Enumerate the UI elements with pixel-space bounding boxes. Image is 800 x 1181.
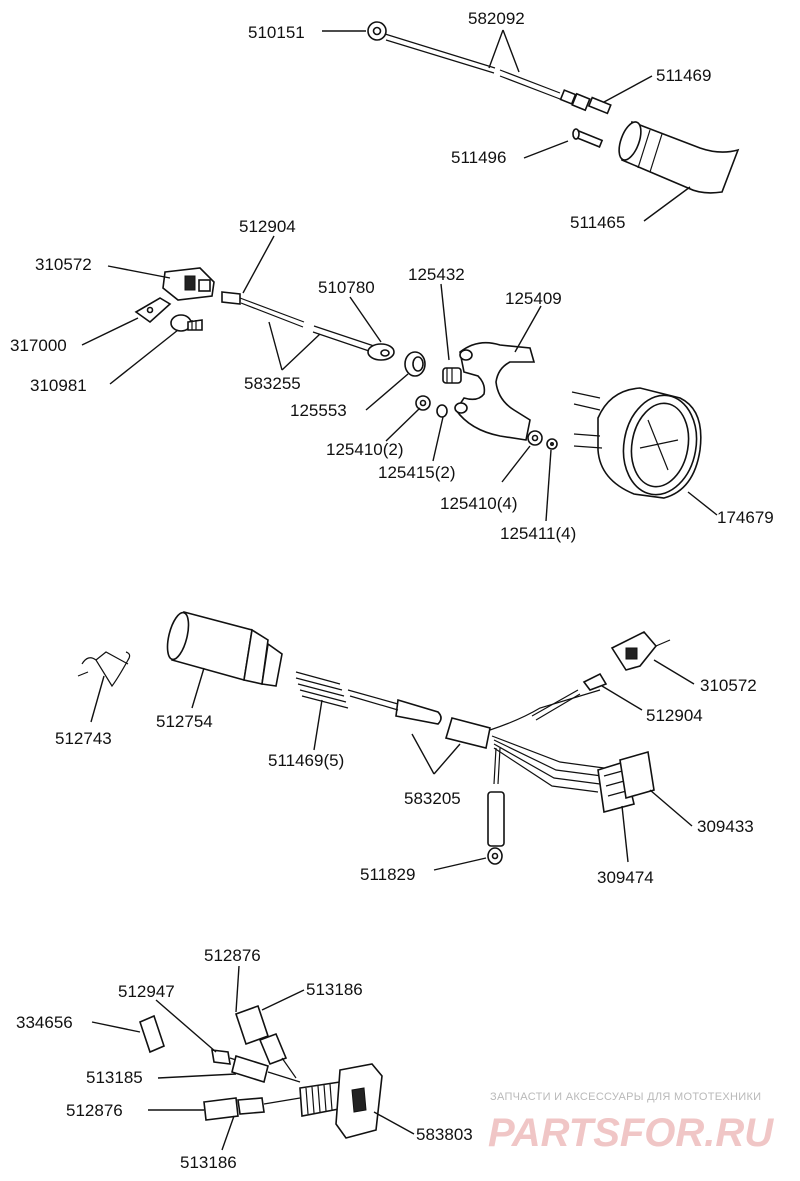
label-125415-2: 125415(2) <box>378 463 456 482</box>
label-512904-b: 512904 <box>646 706 703 725</box>
label-513185: 513185 <box>86 1068 143 1087</box>
part-510780-ring-terminal <box>367 343 395 361</box>
label-125553: 125553 <box>290 401 347 420</box>
part-511829-terminal <box>487 791 505 865</box>
label-512904-a: 512904 <box>239 217 296 236</box>
part-512754-connector-housing <box>166 611 283 687</box>
part-174679-gauge <box>571 387 702 499</box>
label-511829: 511829 <box>360 865 415 884</box>
label-511496: 511496 <box>451 148 506 167</box>
label-511469: 511469 <box>656 66 711 85</box>
part-511469-pins <box>295 671 349 709</box>
label-317000: 317000 <box>10 336 67 355</box>
watermark-brand: PARTSFOR.RU <box>488 1111 774 1155</box>
part-125553-lamp-socket <box>404 351 426 377</box>
part-512947-terminal <box>211 1049 237 1065</box>
part-583255-wire <box>312 325 375 353</box>
watermark-subtitle: ЗАПЧАСТИ И АКСЕССУАРЫ ДЛЯ МОТОТЕХНИКИ <box>490 1091 761 1103</box>
part-510151-ring-terminal <box>367 21 387 41</box>
label-174679: 174679 <box>717 508 774 527</box>
part-511465-connector-housing <box>618 120 740 194</box>
part-512876-terminal-b <box>203 1097 239 1121</box>
part-512904-terminal-b <box>531 672 608 721</box>
label-583205: 583205 <box>404 789 461 808</box>
part-513186-sleeve-b <box>237 1097 301 1115</box>
label-512754: 512754 <box>156 712 213 731</box>
label-125411-4: 125411(4) <box>500 524 576 543</box>
part-125410-nut-a <box>415 395 431 411</box>
part-310981-screw <box>170 314 203 332</box>
part-512904-terminal <box>221 291 305 328</box>
part-317000-clip <box>134 297 172 324</box>
label-125432: 125432 <box>408 265 465 284</box>
part-125411-lock-washer <box>546 438 558 450</box>
part-125415-washer <box>436 404 448 418</box>
label-310981: 310981 <box>30 376 87 395</box>
label-510151: 510151 <box>248 23 305 42</box>
part-310572-connector <box>162 267 215 301</box>
part-582092-wire <box>384 33 591 112</box>
label-583255: 583255 <box>244 374 301 393</box>
part-511496-pin <box>572 128 604 148</box>
part-583803-switch <box>299 1063 383 1139</box>
label-310572-a: 310572 <box>35 255 92 274</box>
part-512743-clip <box>77 651 131 688</box>
part-511469-pin <box>587 96 612 115</box>
part-310572-connector-b <box>610 631 671 671</box>
label-583803: 583803 <box>416 1125 473 1144</box>
part-125410-nut-b <box>527 430 543 446</box>
part-513186-sleeve-a <box>258 1032 297 1079</box>
label-309474: 309474 <box>597 868 654 887</box>
label-510780: 510780 <box>318 278 375 297</box>
part-309433-connector <box>619 750 655 800</box>
label-512947: 512947 <box>118 982 175 1001</box>
part-harness-wires <box>489 689 605 793</box>
label-512876-a: 512876 <box>204 946 261 965</box>
part-125409-bracket <box>454 341 536 441</box>
part-125432-bulb <box>442 367 462 384</box>
label-125410-4: 125410(4) <box>440 494 518 513</box>
part-583205-sleeves <box>347 689 491 749</box>
label-125409: 125409 <box>505 289 562 308</box>
part-512876-terminal-a <box>234 1004 270 1046</box>
part-513185-terminal <box>231 1054 301 1084</box>
label-513186-b: 513186 <box>180 1153 237 1172</box>
label-513186-a: 513186 <box>306 980 363 999</box>
label-512876-b: 512876 <box>66 1101 123 1120</box>
watermark: ЗАПЧАСТИ И АКСЕССУАРЫ ДЛЯ МОТОТЕХНИКИ PA… <box>488 1091 774 1155</box>
label-582092: 582092 <box>468 9 525 28</box>
label-511469-5: 511469(5) <box>268 751 344 770</box>
label-309433: 309433 <box>697 817 754 836</box>
label-511465: 511465 <box>570 213 625 232</box>
label-334656: 334656 <box>16 1013 73 1032</box>
label-512743: 512743 <box>55 729 112 748</box>
part-334656-fuse <box>139 1014 165 1054</box>
label-310572-b: 310572 <box>700 676 757 695</box>
label-125410-2: 125410(2) <box>326 440 404 459</box>
